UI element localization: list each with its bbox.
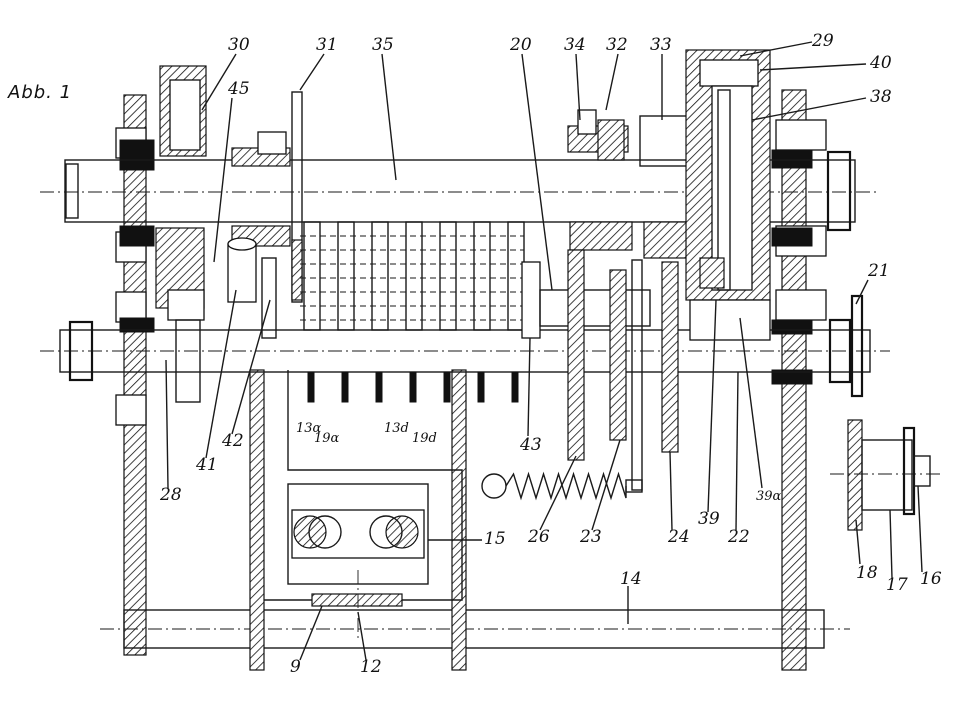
part-label-15: 15 xyxy=(484,529,506,549)
part-label-18: 18 xyxy=(856,563,878,583)
part-label-30: 30 xyxy=(228,35,250,55)
counting-wheel xyxy=(303,221,321,331)
counting-wheel xyxy=(405,221,423,331)
right-frame-wall xyxy=(771,89,827,671)
counting-wheel xyxy=(337,221,355,331)
leader-line-43 xyxy=(527,337,531,437)
part-label-20: 20 xyxy=(509,35,532,55)
part-label-23: 23 xyxy=(579,527,602,547)
part-label-14: 14 xyxy=(620,569,642,589)
drum-29 xyxy=(685,49,771,341)
leader-line-39 xyxy=(707,299,717,513)
base-plate xyxy=(100,369,850,671)
leader-line-12 xyxy=(357,611,367,661)
leader-line-17 xyxy=(889,509,893,579)
part-label-32: 32 xyxy=(606,35,628,55)
part-label-45: 45 xyxy=(227,79,250,99)
leader-line-34 xyxy=(575,53,581,121)
counting-wheel xyxy=(439,221,457,331)
leader-line-42 xyxy=(231,299,271,435)
left-frame-wall xyxy=(115,94,155,656)
counting-wheel-stack xyxy=(300,221,525,403)
sprocket-assembly xyxy=(830,294,940,531)
part-label-21: 21 xyxy=(867,261,890,281)
leader-line-31 xyxy=(299,53,325,91)
wheel-tooth xyxy=(477,371,485,403)
leader-line-9 xyxy=(299,605,323,661)
leader-line-24 xyxy=(669,451,673,531)
part-label-35: 35 xyxy=(372,35,394,55)
counting-wheel xyxy=(473,221,491,331)
counting-wheel xyxy=(371,221,389,331)
leader-line-32 xyxy=(605,53,619,111)
wheel-tooth xyxy=(443,371,451,403)
part-label-19a: 19α xyxy=(314,431,340,446)
leader-line-38 xyxy=(751,97,867,121)
part-label-19d: 19d xyxy=(412,431,437,446)
leader-line-40 xyxy=(759,63,867,71)
part-label-41: 41 xyxy=(195,455,218,475)
drive-wheel-43 xyxy=(521,261,651,339)
leader-lines xyxy=(165,41,923,661)
part-label-38: 38 xyxy=(870,87,892,107)
part-label-33: 33 xyxy=(650,35,672,55)
figure-title: Abb. 1 xyxy=(7,82,72,103)
leader-line-21 xyxy=(855,279,869,305)
part-label-17: 17 xyxy=(886,575,908,595)
leader-line-28 xyxy=(165,359,169,489)
leader-line-29 xyxy=(739,41,813,57)
wheel-tooth xyxy=(341,371,349,403)
wheel-tooth xyxy=(511,371,519,403)
wheel-tooth xyxy=(307,371,315,403)
part-label-42: 42 xyxy=(221,431,244,451)
leader-line-41 xyxy=(205,289,237,459)
part-label-31: 31 xyxy=(316,35,338,55)
leader-line-16 xyxy=(917,485,923,573)
left-hub xyxy=(227,131,291,339)
part-label-24: 24 xyxy=(667,527,690,547)
leader-line-23 xyxy=(591,439,621,531)
left-gear-housing xyxy=(155,65,207,403)
wheel-tooth xyxy=(409,371,417,403)
pivot-plate-9-12 xyxy=(311,570,403,640)
leader-line-30 xyxy=(201,53,237,111)
leader-line-39a xyxy=(739,317,763,489)
leader-line-26 xyxy=(539,455,577,531)
part-label-29: 29 xyxy=(811,31,834,51)
part-label-22: 22 xyxy=(727,527,750,547)
return-spring xyxy=(481,471,643,501)
lever-31 xyxy=(291,91,303,303)
right-gear-block xyxy=(567,109,697,491)
wheel-tooth xyxy=(375,371,383,403)
part-label-34: 34 xyxy=(564,35,586,55)
part-label-39a: 39α xyxy=(756,489,782,504)
part-label-26: 26 xyxy=(527,527,550,547)
part-label-28: 28 xyxy=(159,485,182,505)
part-label-43: 43 xyxy=(519,435,542,455)
leader-line-18 xyxy=(855,519,861,565)
leader-line-35 xyxy=(381,53,397,181)
part-label-13d: 13d xyxy=(384,421,409,436)
lower-shaft xyxy=(40,318,890,384)
part-label-16: 16 xyxy=(920,569,942,589)
part-label-13a: 13α xyxy=(296,421,322,436)
part-label-40: 40 xyxy=(869,53,892,73)
part-label-9: 9 xyxy=(290,657,301,677)
leader-line-22 xyxy=(735,371,739,531)
leader-line-20 xyxy=(521,53,553,291)
leader-line-45 xyxy=(213,97,233,263)
bracket-15 xyxy=(264,370,463,601)
part-label-39: 39 xyxy=(698,509,720,529)
part-label-12: 12 xyxy=(360,657,382,677)
